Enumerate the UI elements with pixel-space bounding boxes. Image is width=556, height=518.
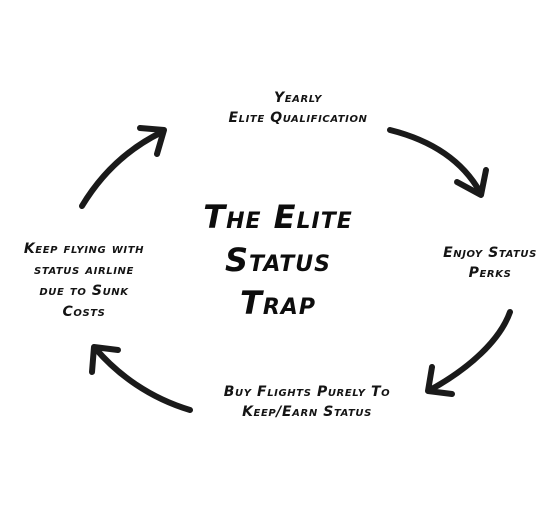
arrow-top-to-right — [387, 127, 489, 198]
node-bottom-line-1: Buy Flights Purely To — [223, 384, 391, 400]
node-top-line-2: Elite Qualification — [228, 110, 368, 126]
arrow-right-to-bottom — [425, 309, 513, 397]
arrow-left-to-top — [79, 125, 167, 209]
title-line-3: Trap — [240, 284, 316, 322]
diagram-title: The Elite Status Trap — [170, 196, 386, 325]
node-bottom-line-2: Keep/Earn Status — [242, 404, 372, 420]
node-right-line-2: Perks — [468, 265, 512, 281]
title-line-1: The Elite — [203, 198, 353, 236]
node-top-line-1: Yearly — [273, 90, 323, 106]
title-line-2: Status — [225, 241, 331, 279]
node-enjoy-perks: Enjoy Status Perks — [428, 243, 552, 283]
node-left-line-3: due to Sunk — [39, 283, 129, 299]
node-keep-flying: Keep flying with status airline due to S… — [4, 239, 164, 323]
node-right-line-1: Enjoy Status — [443, 245, 537, 261]
node-left-line-4: Costs — [62, 304, 106, 320]
node-left-line-1: Keep flying with — [23, 241, 145, 257]
arrow-bottom-to-left — [89, 344, 193, 413]
node-buy-flights: Buy Flights Purely To Keep/Earn Status — [196, 382, 418, 422]
node-left-line-2: status airline — [34, 262, 134, 278]
node-yearly-qualification: Yearly Elite Qualification — [200, 88, 396, 128]
